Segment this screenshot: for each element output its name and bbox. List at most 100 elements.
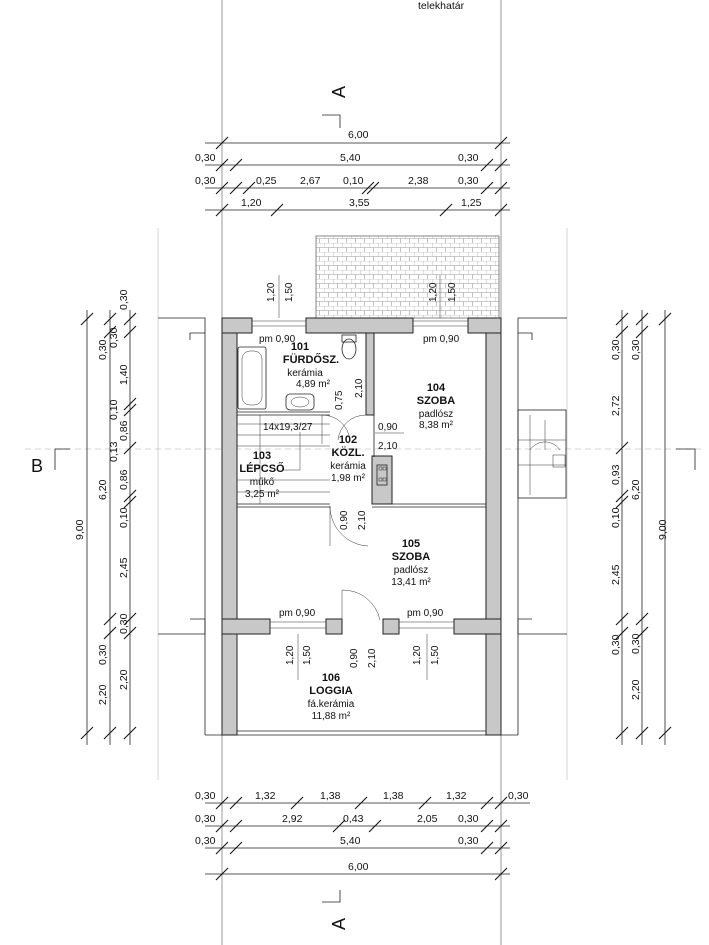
left-dim-inner-1: 0,30 <box>108 327 120 348</box>
top-dim-overall: 6,00 <box>348 129 369 141</box>
right-dim-inner-3: 0,10 <box>610 507 622 528</box>
bot-dim-r1-1: 1,32 <box>255 790 276 802</box>
top-dim-r3-1: 3,55 <box>349 197 370 209</box>
top-dim-r1-1: 5,40 <box>340 152 361 164</box>
section-a-label-bottom: A <box>329 918 349 930</box>
right-dim-mid-1: 6,20 <box>630 479 642 500</box>
balcony-top <box>315 235 500 319</box>
left-dim-inner-3: 0,10 <box>108 399 120 420</box>
section-mark-bottom: A <box>322 890 349 930</box>
property-line-label: telekhatár <box>418 0 465 12</box>
left-dim-mid-3: 2,20 <box>97 684 109 705</box>
top-dim-r2-2: 2,67 <box>300 175 321 187</box>
bot-dim-r3-1: 5,40 <box>340 835 361 847</box>
room-102-number: 102 <box>339 434 357 446</box>
top-dim-r3-0: 1,20 <box>241 197 262 209</box>
win3-h: 1,20 <box>285 645 296 665</box>
room-103-label: 103 LÉPCSŐ műkő 3,25 m² <box>239 450 285 500</box>
left-dim-mid-0: 0,30 <box>97 339 109 360</box>
room-101-floor: kerámia <box>287 368 323 379</box>
right-dim-inner-0: 0,30 <box>610 339 622 360</box>
right-dim-mid-2: 0,30 <box>630 633 642 654</box>
top-dim-r2-5: 0,30 <box>458 175 479 187</box>
bot-dim-r2-4: 0,30 <box>458 813 479 825</box>
door-bath-w: 0,75 <box>334 390 345 410</box>
room-101-label: 101 FÜRDŐSZ. kerámia 4,89 m² <box>283 341 339 390</box>
door-loggia-w: 0,90 <box>349 648 360 668</box>
room-106-number: 106 <box>322 672 340 684</box>
room-102-name: KÖZL. <box>332 446 365 459</box>
top-dim-r2-4: 2,38 <box>408 175 429 187</box>
pm-label-1: pm 0,90 <box>259 334 296 345</box>
room-103-name: LÉPCSŐ <box>239 462 285 475</box>
room-103-area: 3,25 m² <box>245 489 280 500</box>
top-dim-r3-2: 1,25 <box>461 197 482 209</box>
bot-dim-r3-2: 0,30 <box>458 835 479 847</box>
section-mark-left: B <box>31 448 70 476</box>
left-dim-mid-2: 0,30 <box>97 644 109 665</box>
room-104-floor: padlósz <box>419 409 453 420</box>
bot-dim-overall: 6,00 <box>348 861 369 873</box>
room-105-number: 105 <box>402 538 420 550</box>
left-dim-outer: 9,00 <box>74 519 86 540</box>
section-b-label-left: B <box>31 456 43 476</box>
room-106-area: 11,88 m² <box>312 711 351 722</box>
door-swings <box>321 414 381 621</box>
left-dimensions: 9,00 0,30 6,20 0,30 2,20 0,30 0,30 1,40 … <box>74 289 137 745</box>
left-dim-inner-5: 0,13 <box>108 441 120 462</box>
bot-dim-r1-0: 0,30 <box>195 790 216 802</box>
bot-dim-r2-0: 0,30 <box>195 813 216 825</box>
room-104-area: 8,38 m² <box>419 420 454 431</box>
room-106-name: LOGGIA <box>309 685 352 697</box>
room-104-name: SZOBA <box>417 395 456 407</box>
room-103-number: 103 <box>253 450 271 462</box>
top-dim-r2-1: 0,25 <box>256 175 277 187</box>
bathroom-fixtures <box>237 334 388 486</box>
right-dim-mid-0: 0,30 <box>630 339 642 360</box>
opening-dimensions: pm 0,90 pm 0,90 pm 0,90 pm 0,90 1,20 1,5… <box>259 275 460 680</box>
door-hall-h: 2,10 <box>357 510 368 530</box>
win2-h: 1,20 <box>428 282 439 302</box>
bot-dim-r1-2: 1,38 <box>320 790 341 802</box>
bot-dim-r2-1: 2,92 <box>282 813 303 825</box>
bot-dim-r1-5: 0,30 <box>508 790 529 802</box>
left-dim-inner-4: 0,86 <box>118 420 130 441</box>
win2-v: 1,50 <box>447 282 458 302</box>
bottom-dimensions: 0,30 1,32 1,38 1,38 1,32 0,30 0,30 2,92 … <box>195 790 530 881</box>
room-101-number: 101 <box>291 341 309 353</box>
right-dim-inner-4: 2,45 <box>610 564 622 585</box>
room-102-label: 102 KÖZL. kerámia 1,98 m² <box>330 434 366 484</box>
pm-label-2: pm 0,90 <box>423 334 460 345</box>
stair-103 <box>237 415 566 504</box>
section-a-label-top: A <box>329 86 349 98</box>
room-102-area: 1,98 m² <box>331 473 366 484</box>
room-102-floor: kerámia <box>330 461 366 472</box>
room-103-floor: műkő <box>250 477 275 488</box>
win1-h: 1,20 <box>266 282 277 302</box>
top-dim-r1-2: 0,30 <box>458 152 479 164</box>
bot-dim-r1-3: 1,38 <box>383 790 404 802</box>
right-dim-outer: 9,00 <box>657 519 669 540</box>
room-106-label: 106 LOGGIA fá.kerámia 11,88 m² <box>308 672 355 722</box>
room-105-label: 105 SZOBA padlósz 13,41 m² <box>391 538 431 588</box>
bot-dim-r1-4: 1,32 <box>446 790 467 802</box>
top-dimensions: 6,00 0,30 5,40 0,30 0,30 0,25 2,67 0,10 … <box>195 129 510 217</box>
room-105-area: 13,41 m² <box>391 577 431 588</box>
right-dim-mid-3: 2,20 <box>630 679 642 700</box>
left-dim-inner-10: 2,20 <box>118 669 130 690</box>
win3-v: 1,50 <box>302 645 313 665</box>
top-dim-r2-0: 0,30 <box>195 175 216 187</box>
left-dim-inner-8: 2,45 <box>118 557 130 578</box>
right-dim-inner-1: 2,72 <box>610 395 622 416</box>
walls <box>221 317 502 736</box>
top-dim-r1-0: 0,30 <box>195 152 216 164</box>
room-101-area: 4,89 m² <box>296 379 331 390</box>
adjacent-outline <box>158 317 567 736</box>
bot-dim-r2-2: 0,43 <box>343 813 364 825</box>
door-loggia-h: 2,10 <box>367 648 378 668</box>
door-bath-h: 2,10 <box>354 378 365 398</box>
left-dim-inner-9: 0,30 <box>118 613 130 634</box>
left-dim-inner-6: 0,86 <box>118 469 130 490</box>
left-dim-inner-2: 1,40 <box>118 364 130 385</box>
